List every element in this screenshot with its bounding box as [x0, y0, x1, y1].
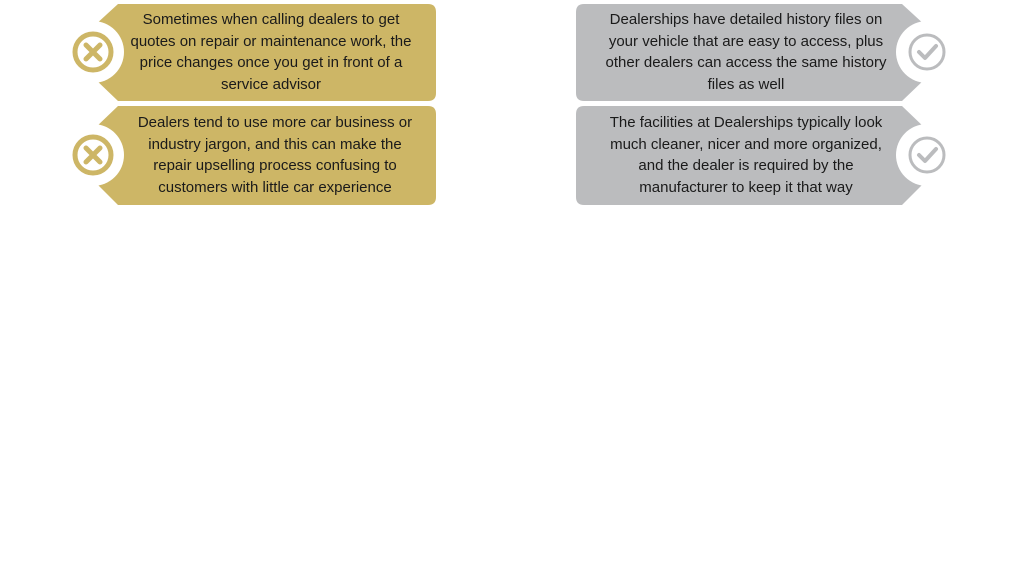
pro-card-1	[576, 4, 958, 101]
con-text-2: Dealers tend to use more car business or…	[137, 114, 413, 196]
check-circle-icon	[908, 136, 946, 174]
pro-text-1: Dealerships have detailed history files …	[605, 11, 887, 93]
x-circle-icon	[72, 134, 114, 176]
con-card-2	[62, 106, 436, 205]
con-text-1: Sometimes when calling dealers to get qu…	[130, 11, 412, 93]
x-circle-icon	[72, 31, 114, 73]
pro-text-2: The facilities at Dealerships typically …	[609, 114, 883, 196]
con-card-1	[62, 4, 436, 101]
check-circle-icon	[908, 33, 946, 71]
pro-card-2	[576, 106, 958, 205]
